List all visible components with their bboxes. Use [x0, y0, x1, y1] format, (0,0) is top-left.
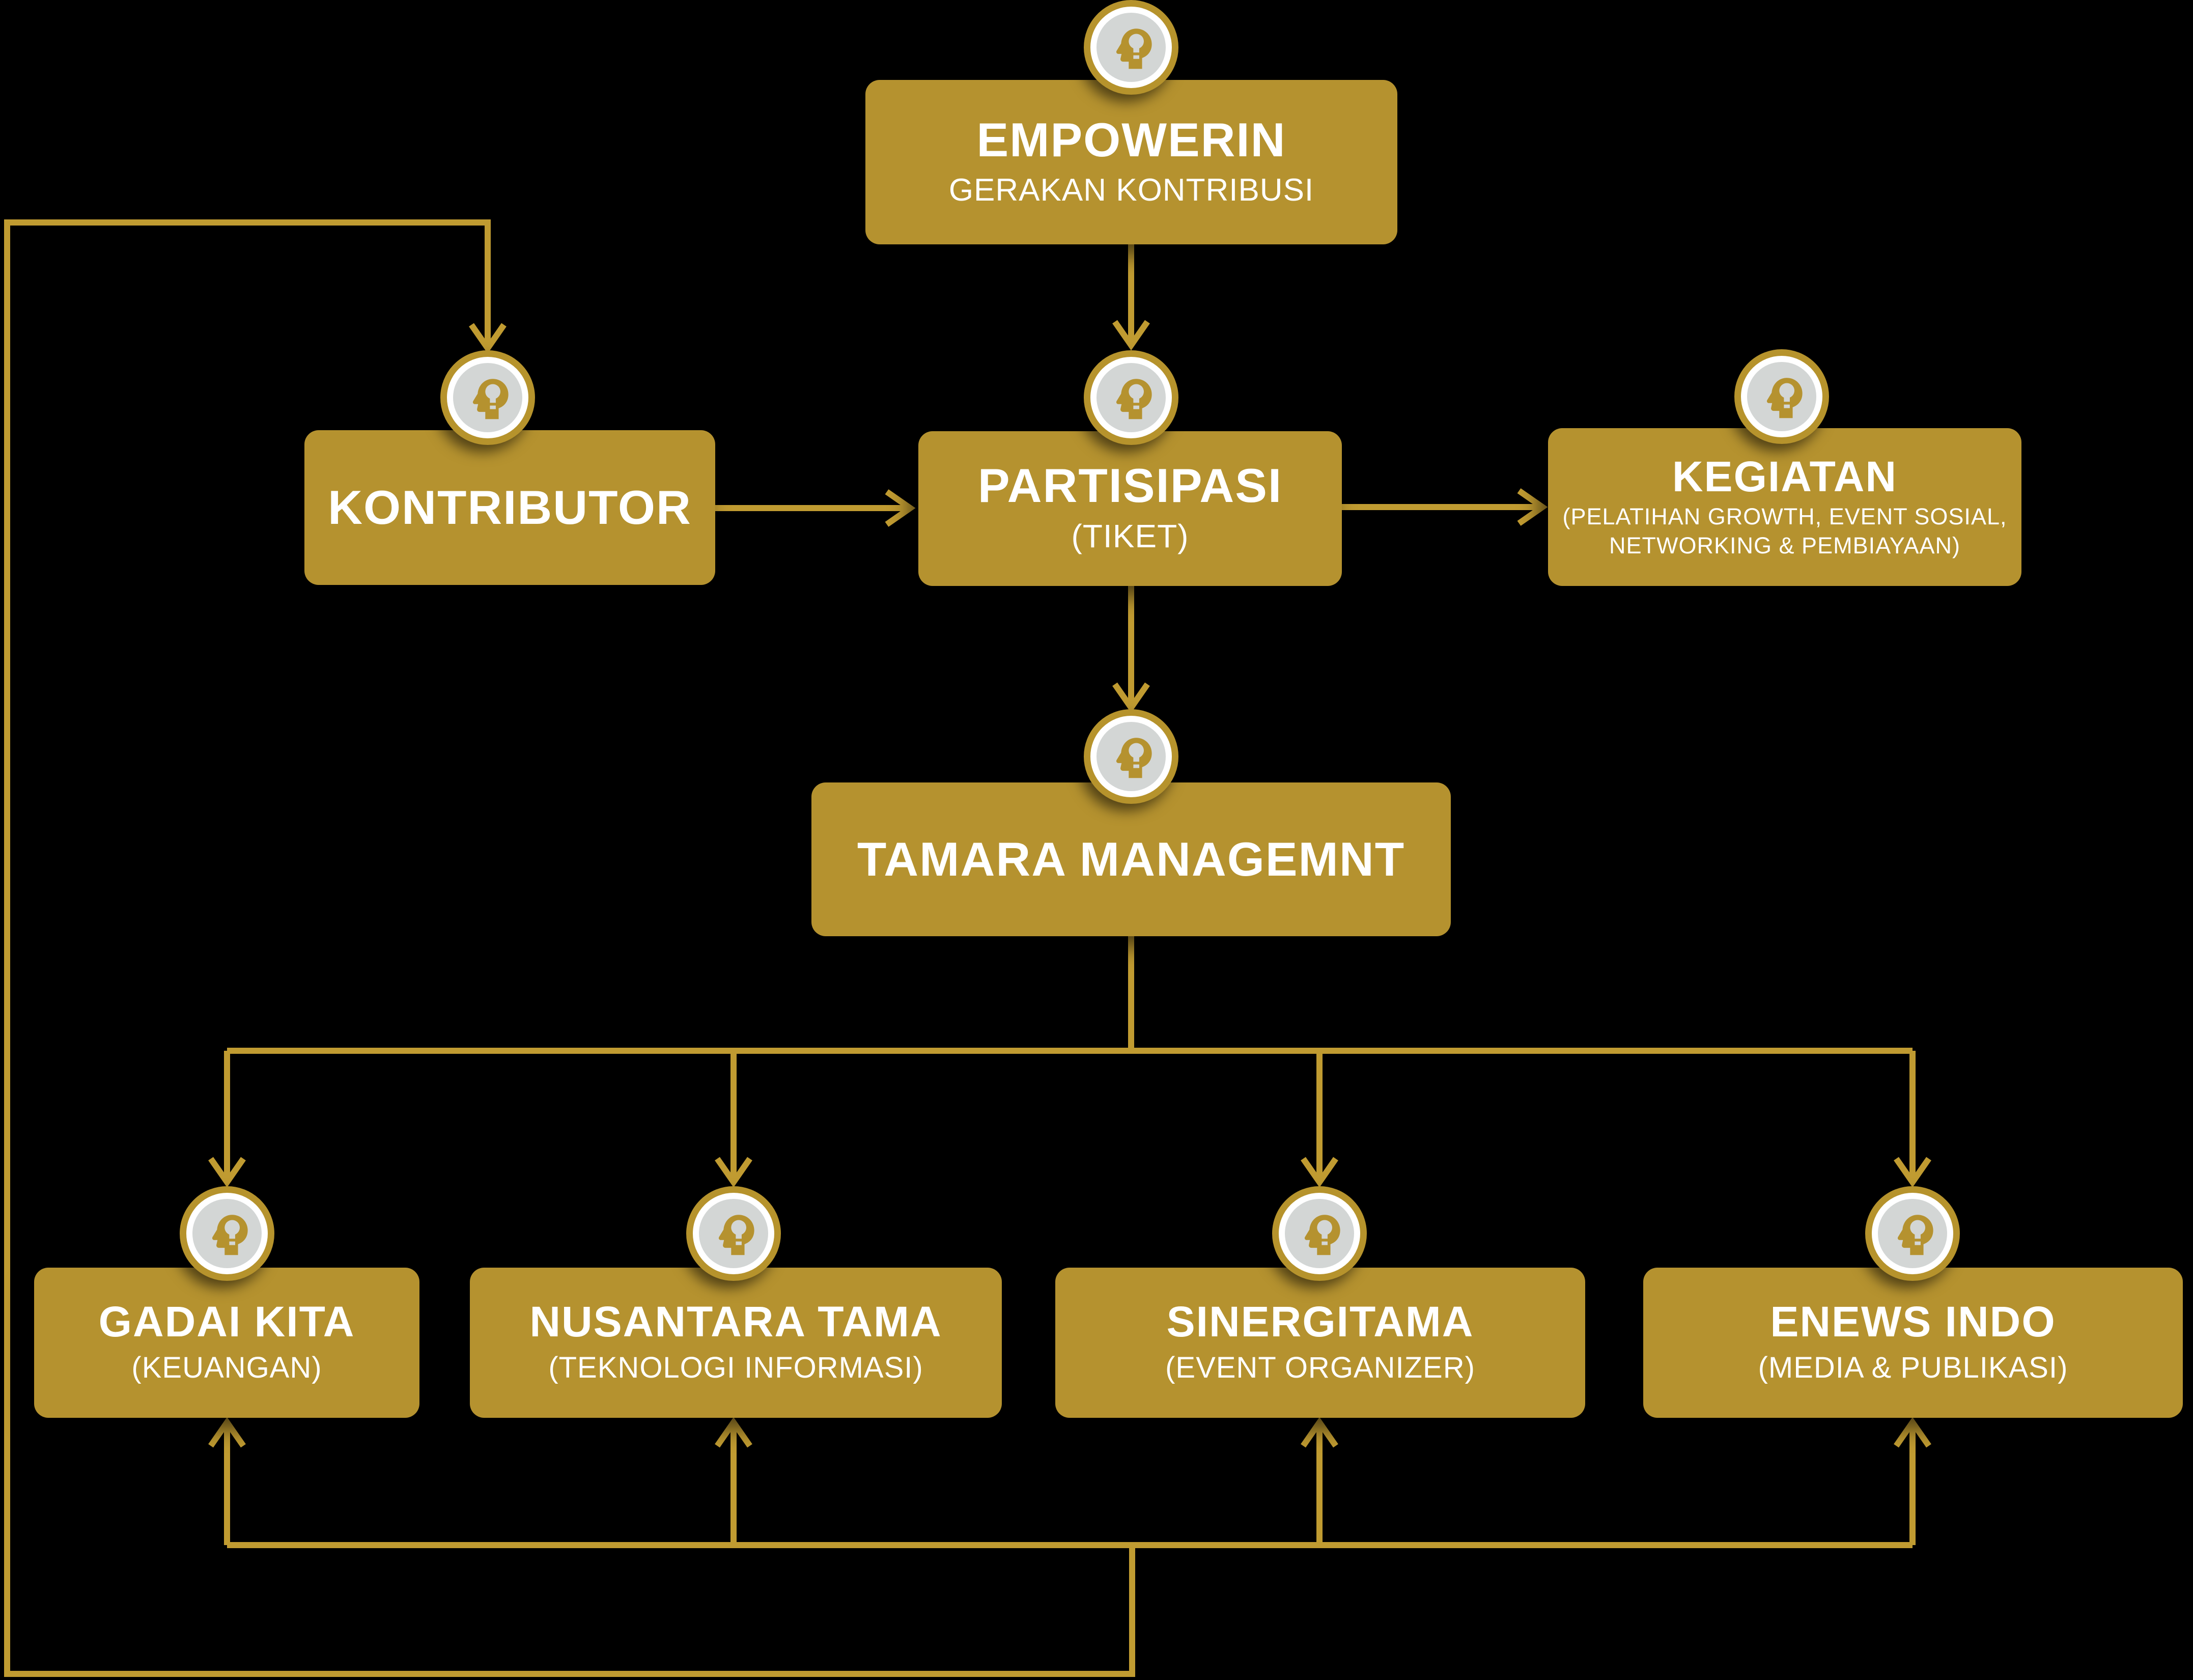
head-lightbulb-icon	[1734, 349, 1829, 444]
node-gadai-subtitle: (KEUANGAN)	[131, 1351, 322, 1384]
node-kegiatan-subtitle: (PELATIHAN GROWTH, EVENT SOSIAL, NETWORK…	[1562, 503, 2007, 559]
node-tamara-title: TAMARA MANAGEMNT	[857, 832, 1405, 886]
node-enews-title: ENEWS INDO	[1770, 1298, 2056, 1346]
node-empowerin-subtitle: GERAKAN KONTRIBUSI	[948, 172, 1314, 208]
node-sinergitama-subtitle: (EVENT ORGANIZER)	[1165, 1351, 1475, 1384]
head-lightbulb-icon	[1084, 350, 1178, 445]
node-partisipasi: PARTISIPASI (TIKET)	[918, 431, 1342, 586]
node-empowerin: EMPOWERIN GERAKAN KONTRIBUSI	[865, 80, 1397, 244]
node-gadai-kita: GADAI KITA (KEUANGAN)	[34, 1268, 419, 1418]
node-partisipasi-title: PARTISIPASI	[977, 459, 1283, 513]
head-lightbulb-icon	[1272, 1186, 1367, 1281]
node-kontributor-title: KONTRIBUTOR	[328, 481, 692, 535]
node-nusantara-title: NUSANTARA TAMA	[529, 1298, 942, 1346]
node-kegiatan: KEGIATAN (PELATIHAN GROWTH, EVENT SOSIAL…	[1548, 428, 2021, 586]
node-sinergitama: SINERGITAMA (EVENT ORGANIZER)	[1055, 1268, 1585, 1418]
node-enews-indo: ENEWS INDO (MEDIA & PUBLIKASI)	[1643, 1268, 2183, 1418]
node-gadai-title: GADAI KITA	[98, 1298, 355, 1346]
head-lightbulb-icon	[440, 350, 535, 445]
node-nusantara-tama: NUSANTARA TAMA (TEKNOLOGI INFORMASI)	[470, 1268, 1002, 1418]
node-sinergitama-title: SINERGITAMA	[1166, 1298, 1474, 1346]
node-kegiatan-title: KEGIATAN	[1672, 453, 1898, 501]
node-partisipasi-subtitle: (TIKET)	[1071, 517, 1189, 554]
head-lightbulb-icon	[686, 1186, 781, 1281]
head-lightbulb-icon	[1084, 709, 1178, 804]
head-lightbulb-icon	[180, 1186, 274, 1281]
node-empowerin-title: EMPOWERIN	[976, 113, 1286, 167]
node-tamara-managemnt: TAMARA MANAGEMNT	[811, 782, 1451, 936]
node-enews-subtitle: (MEDIA & PUBLIKASI)	[1758, 1351, 2068, 1384]
head-lightbulb-icon	[1084, 0, 1178, 95]
node-kontributor: KONTRIBUTOR	[304, 430, 715, 585]
head-lightbulb-icon	[1865, 1186, 1960, 1281]
node-nusantara-subtitle: (TEKNOLOGI INFORMASI)	[548, 1351, 923, 1384]
